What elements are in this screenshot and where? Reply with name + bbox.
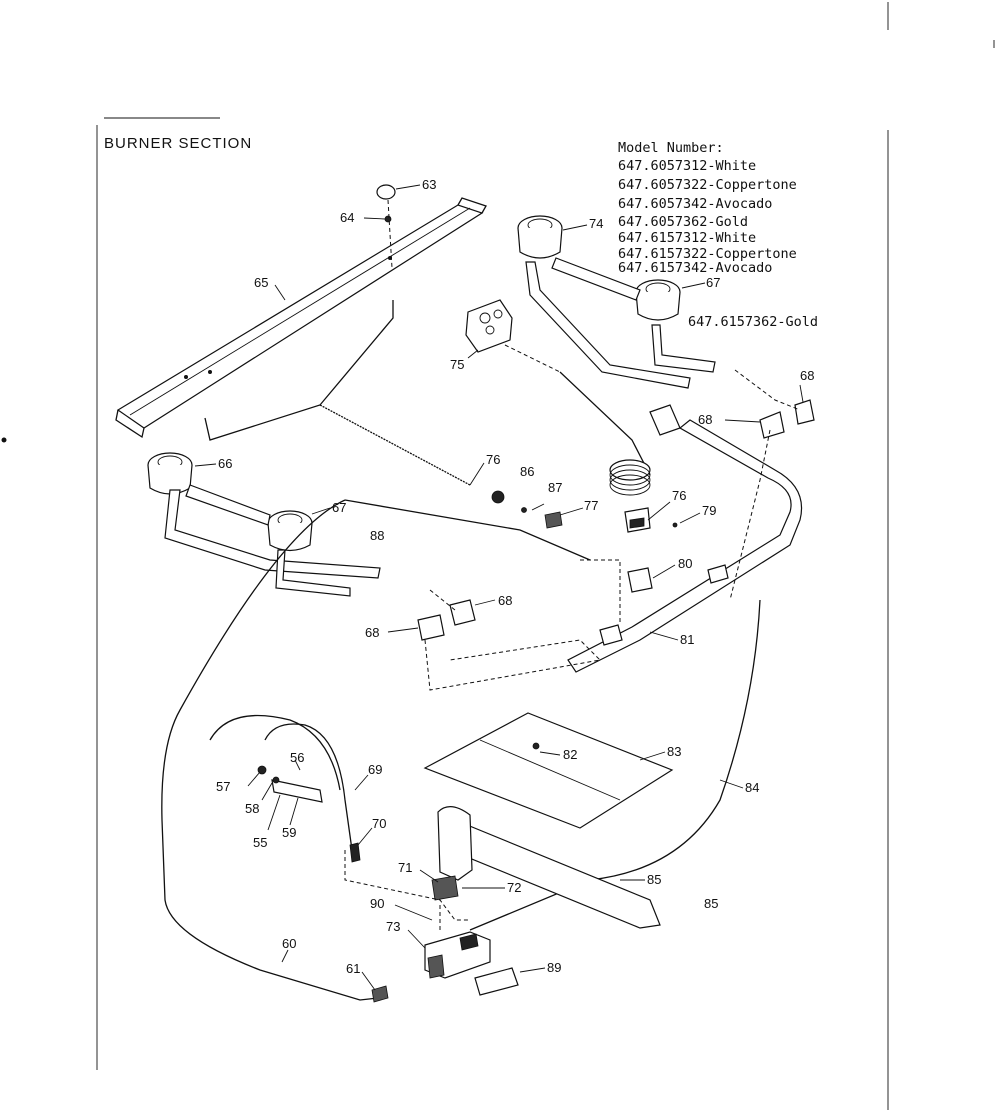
callout-64: 64 — [340, 210, 354, 225]
callout-68: 68 — [498, 593, 512, 608]
dashed-guide — [729, 429, 771, 601]
gas-line-60 — [161, 499, 379, 1001]
burner-tube — [275, 549, 351, 597]
model-number: 647.6157342-Avocado — [618, 260, 772, 276]
callout-68: 68 — [365, 625, 379, 640]
dashed-guide — [580, 559, 621, 625]
burner-tube — [185, 484, 271, 526]
clip-68 — [417, 614, 445, 641]
burner-67-right — [635, 279, 681, 321]
callout-89: 89 — [547, 960, 561, 975]
manifold-pipe-81 — [567, 419, 803, 673]
callout-leaders — [194, 184, 804, 991]
burner-tube — [551, 257, 641, 301]
callouts: 63 64 65 66 67 67 74 75 76 86 87 77 76 7… — [216, 177, 814, 976]
model-number: 647.6157362-Gold — [688, 314, 818, 330]
burner-74 — [517, 215, 563, 259]
callout-86: 86 — [520, 464, 534, 479]
oven-burner-85 — [431, 806, 661, 929]
dashed-guide — [424, 589, 602, 691]
igniter-rod — [319, 404, 471, 486]
callout-76: 76 — [672, 488, 686, 503]
callout-80: 80 — [678, 556, 692, 571]
valve-75 — [465, 299, 513, 353]
callout-67: 67 — [706, 275, 720, 290]
callout-68: 68 — [698, 412, 712, 427]
callout-82: 82 — [563, 747, 577, 762]
callout-71: 71 — [398, 860, 412, 875]
callout-70: 70 — [372, 816, 386, 831]
callout-55: 55 — [253, 835, 267, 850]
callout-85: 85 — [647, 872, 661, 887]
callout-58: 58 — [245, 801, 259, 816]
bracket-76b — [624, 507, 678, 533]
callout-90: 90 — [370, 896, 384, 911]
callout-87: 87 — [548, 480, 562, 495]
callout-68: 68 — [800, 368, 814, 383]
callout-67: 67 — [332, 500, 346, 515]
manifold-bracket-65 — [115, 197, 487, 439]
model-number: 647.6057362-Gold — [618, 214, 748, 230]
shield-83 — [423, 712, 674, 829]
gas-line-84 — [469, 599, 761, 931]
clip-68 — [759, 411, 785, 439]
dashed-guide — [344, 850, 470, 921]
callout-59: 59 — [282, 825, 296, 840]
callout-79: 79 — [702, 503, 716, 518]
callout-83: 83 — [667, 744, 681, 759]
burner-67-left — [267, 510, 313, 552]
clip-68 — [449, 599, 476, 626]
callout-56: 56 — [290, 750, 304, 765]
model-number: 647.6057342-Avocado — [618, 196, 772, 212]
callout-84: 84 — [745, 780, 759, 795]
callout-69: 69 — [368, 762, 382, 777]
callout-73: 73 — [386, 919, 400, 934]
safety-valve — [209, 714, 361, 863]
burner-tube-left — [164, 489, 381, 579]
callout-63: 63 — [422, 177, 436, 192]
bracket — [707, 564, 729, 584]
fitting-80 — [627, 567, 653, 593]
callout-88: 88 — [370, 528, 384, 543]
callout-72: 72 — [507, 880, 521, 895]
callout-85: 85 — [704, 896, 718, 911]
clip-68 — [794, 399, 815, 425]
model-number: 647.6057312-White — [618, 158, 756, 174]
model-number: 647.6157312-White — [618, 230, 756, 246]
callout-81: 81 — [680, 632, 694, 647]
callout-77: 77 — [584, 498, 598, 513]
callout-61: 61 — [346, 961, 360, 976]
callout-74: 74 — [589, 216, 603, 231]
coil-76 — [609, 459, 651, 496]
dashed-guide — [734, 369, 801, 411]
valve-73 — [424, 931, 491, 979]
callout-66: 66 — [218, 456, 232, 471]
bracket — [649, 404, 681, 436]
burner-66 — [147, 452, 193, 495]
fitting-77 — [544, 511, 563, 529]
thermocouple-line — [559, 371, 651, 476]
gas-line — [344, 499, 591, 561]
section-title: BURNER SECTION — [104, 135, 252, 152]
callout-65: 65 — [254, 275, 268, 290]
callout-57: 57 — [216, 779, 230, 794]
burner-tube-right — [525, 261, 691, 389]
bracket-89 — [474, 967, 519, 996]
fitting-87 — [521, 507, 527, 513]
fitting-86 — [491, 490, 505, 504]
model-list: Model Number: 647.6057312-White 647.6057… — [618, 140, 818, 330]
model-heading: Model Number: — [618, 140, 724, 156]
callout-75: 75 — [450, 357, 464, 372]
model-number: 647.6157322-Coppertone — [618, 246, 797, 262]
bracket — [599, 624, 623, 646]
fitting-61 — [371, 985, 389, 1003]
model-number: 647.6057322-Coppertone — [618, 177, 797, 193]
callout-60: 60 — [282, 936, 296, 951]
burner-tube — [651, 324, 716, 373]
callout-76: 76 — [486, 452, 500, 467]
knob-63 — [376, 184, 396, 269]
